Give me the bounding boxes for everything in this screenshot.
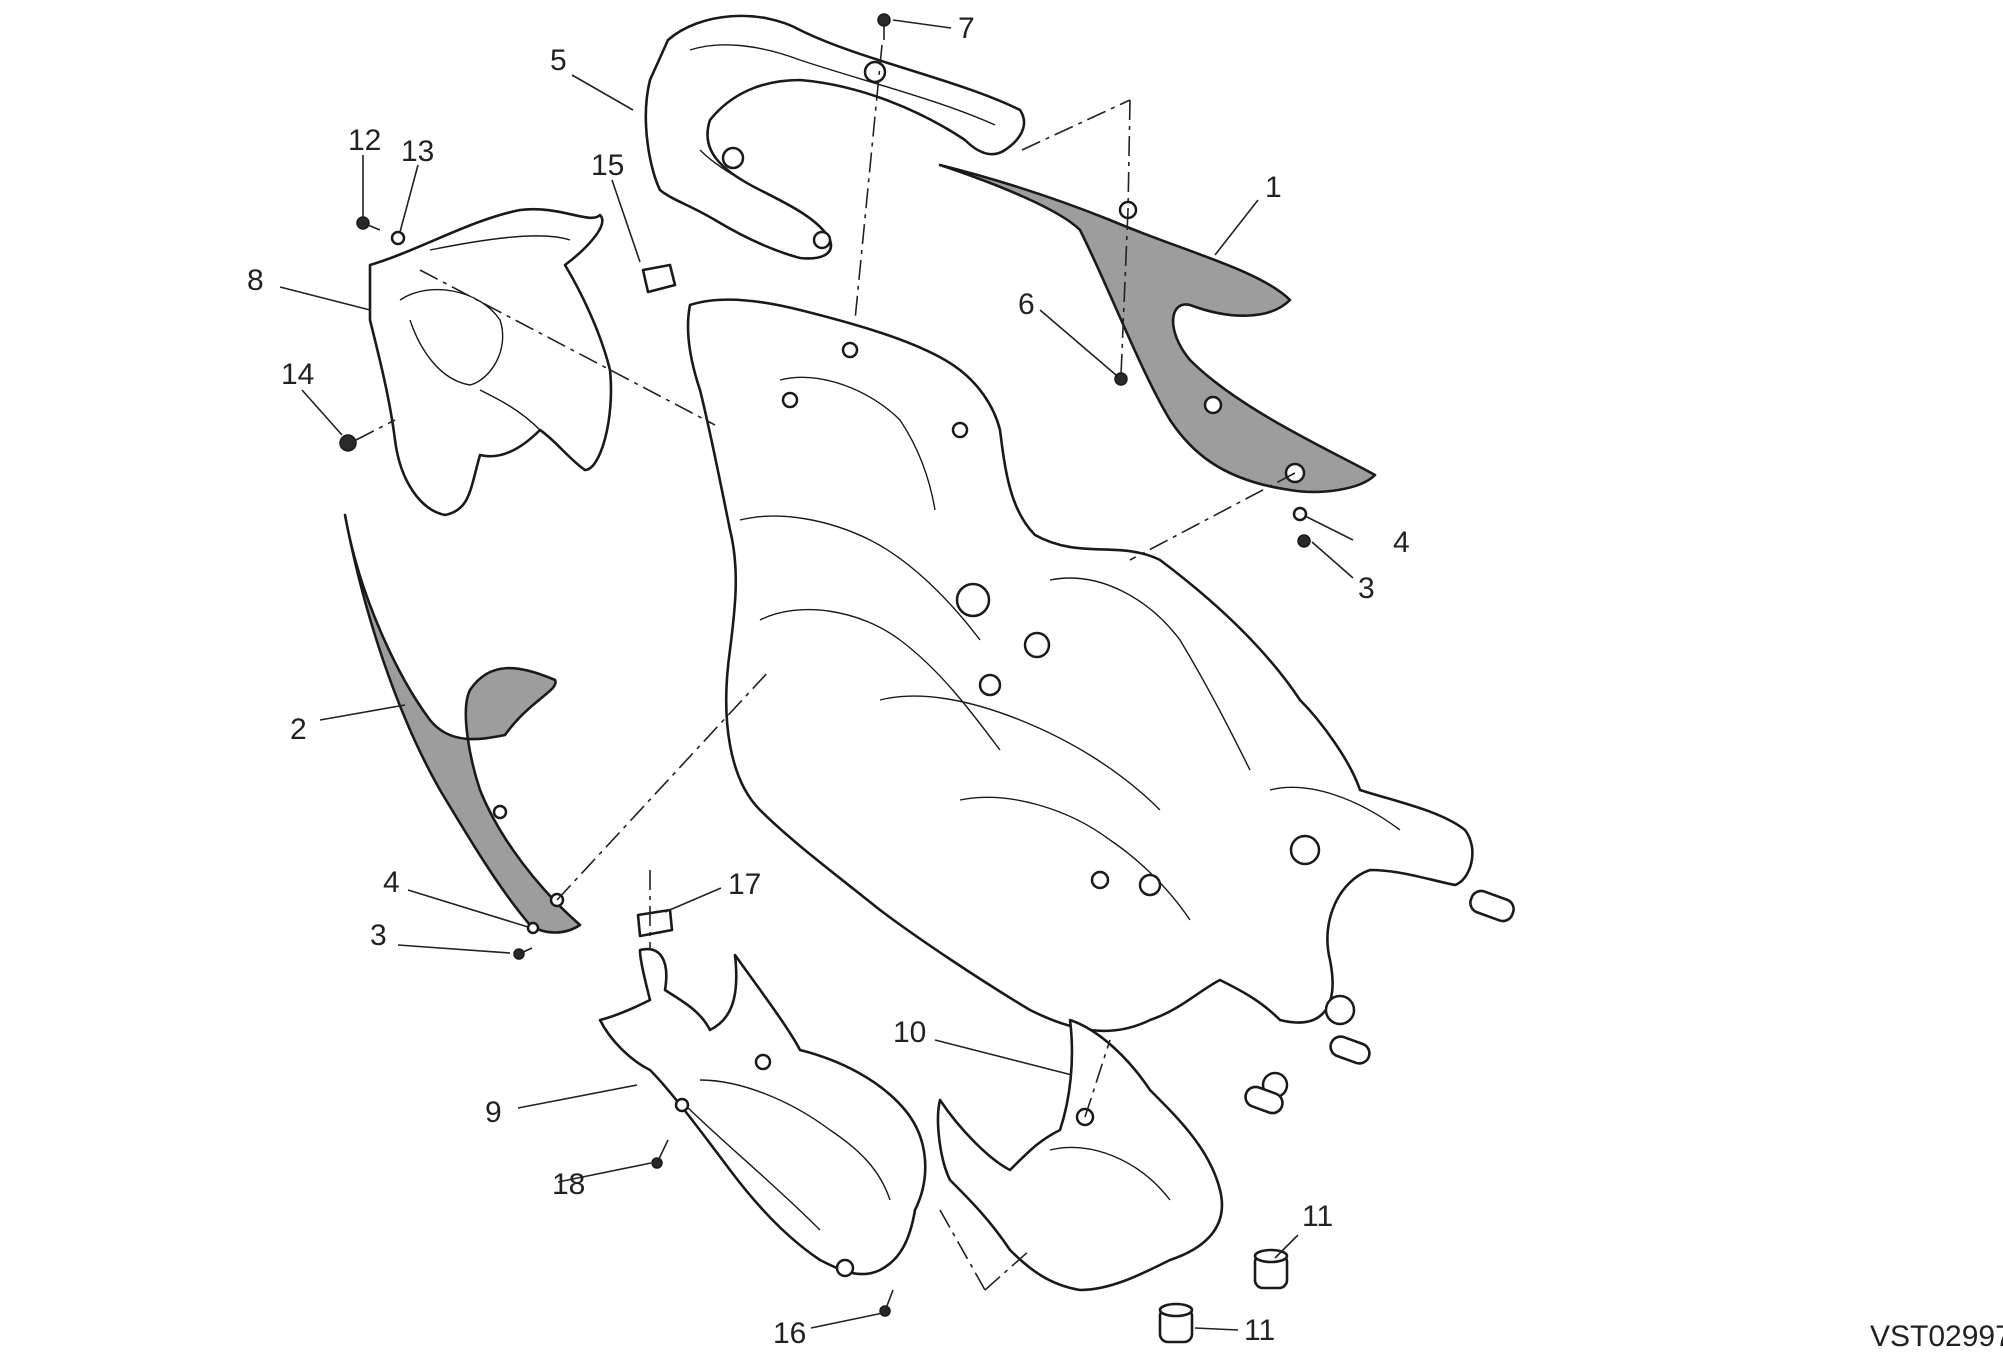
callout-labels: 1 2 3 3 4 4 5 6 7 8 9 10 11 11 12 13 14 … xyxy=(247,12,1410,1350)
callout-11-upper: 11 xyxy=(1302,1200,1333,1233)
callout-8: 8 xyxy=(247,264,264,297)
callout-14: 14 xyxy=(281,358,314,391)
callout-4-left: 4 xyxy=(383,866,400,899)
callout-1: 1 xyxy=(1265,171,1282,204)
callout-17: 17 xyxy=(728,868,761,901)
part-8-tail-bracket xyxy=(368,207,613,517)
callout-5: 5 xyxy=(550,44,567,77)
part-2-left-side-panel xyxy=(343,513,582,934)
assembly-lines xyxy=(355,44,1296,1291)
frame-rear-pegs xyxy=(1244,889,1515,1115)
callout-6: 6 xyxy=(1018,288,1035,321)
part-10-undertray-right xyxy=(936,1018,1224,1292)
callout-13: 13 xyxy=(401,135,434,168)
part-9-undertray-left xyxy=(598,947,927,1278)
part-5-grab-handle xyxy=(644,14,1026,260)
leader-lines xyxy=(279,19,1354,1331)
hardware-fasteners xyxy=(339,13,1311,1317)
callout-4-right: 4 xyxy=(1393,526,1410,559)
callout-18: 18 xyxy=(552,1168,585,1201)
drawing-code: VST02997 xyxy=(1870,1320,2003,1353)
callout-2: 2 xyxy=(290,713,307,746)
part-11-bushes xyxy=(1158,1248,1289,1344)
callout-3-right: 3 xyxy=(1358,572,1375,605)
callout-12: 12 xyxy=(348,124,381,157)
callout-16: 16 xyxy=(773,1317,806,1350)
tail-frame-assembly xyxy=(686,298,1474,1099)
callout-11-lower: 11 xyxy=(1244,1314,1275,1347)
callout-3-left: 3 xyxy=(370,919,387,952)
callout-9: 9 xyxy=(485,1096,502,1129)
callout-10: 10 xyxy=(893,1016,926,1049)
part-1-right-side-panel xyxy=(938,163,1377,494)
callout-7: 7 xyxy=(958,12,975,45)
callout-15: 15 xyxy=(591,149,624,182)
